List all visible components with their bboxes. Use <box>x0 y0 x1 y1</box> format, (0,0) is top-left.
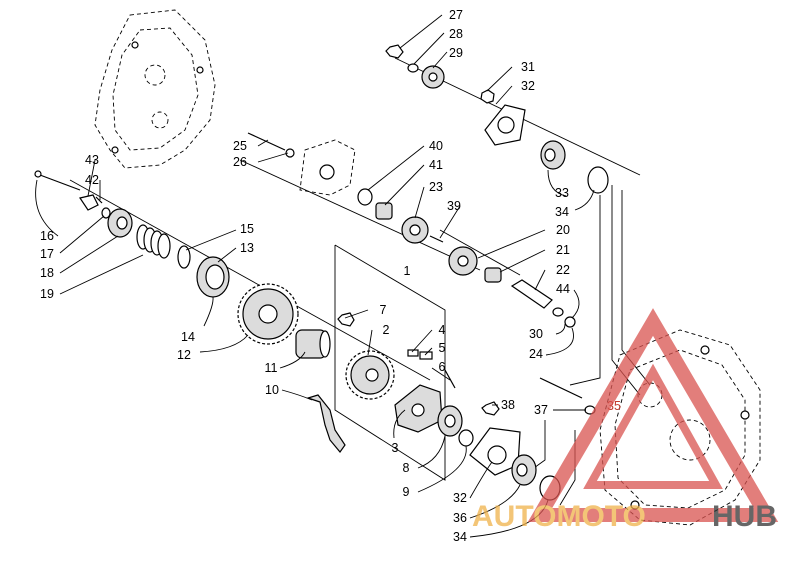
callout-33: 33 <box>555 186 569 200</box>
callout-19: 19 <box>40 287 54 301</box>
callout-40: 40 <box>429 139 443 153</box>
callout-32-bottom: 32 <box>453 491 467 505</box>
callout-34-bottom: 34 <box>453 530 467 544</box>
callout-17: 17 <box>40 247 54 261</box>
callout-6: 6 <box>439 360 446 374</box>
callout-1: 1 <box>404 264 411 278</box>
callout-20: 20 <box>556 223 570 237</box>
callout-39: 39 <box>447 199 461 213</box>
lower-drive-group <box>237 283 474 453</box>
callout-32-top: 32 <box>521 79 535 93</box>
callout-7: 7 <box>380 303 387 317</box>
callout-15: 15 <box>240 222 254 236</box>
callout-8: 8 <box>403 461 410 475</box>
callout-5: 5 <box>439 341 446 355</box>
callout-36: 36 <box>453 511 467 525</box>
callout-4: 4 <box>439 323 446 337</box>
callout-22: 22 <box>556 263 570 277</box>
assembly-axis-lines <box>69 57 651 506</box>
sprocket-23 <box>401 216 429 244</box>
callout-30: 30 <box>529 327 543 341</box>
bearing-14 <box>196 256 230 298</box>
gearcase-housing-top <box>94 9 216 169</box>
callout-44: 44 <box>556 282 570 296</box>
cam-3 <box>394 384 443 433</box>
callout-18: 18 <box>40 266 54 280</box>
callout-41: 41 <box>429 158 443 172</box>
watermark-brand-right: HUB <box>712 500 777 533</box>
sprocket-12 <box>237 283 299 345</box>
callout-13: 13 <box>240 241 254 255</box>
callout-16: 16 <box>40 229 54 243</box>
callout-24: 24 <box>529 347 543 361</box>
bearing-cover-lower <box>469 377 596 501</box>
chain-10 <box>306 394 346 453</box>
callout-26: 26 <box>233 155 247 169</box>
callout-23: 23 <box>429 180 443 194</box>
watermark-brand-left: AUTOMOTO <box>472 500 646 533</box>
callout-21: 21 <box>556 243 570 257</box>
sprocket-29 <box>421 65 445 89</box>
callout-42: 42 <box>85 173 99 187</box>
gear-11 <box>295 329 331 359</box>
callout-labels: 27 28 29 31 32 25 26 40 41 23 39 33 34 4… <box>40 8 621 544</box>
watermark-logo: AUTOMOTO HUB <box>472 308 779 533</box>
callout-28: 28 <box>449 27 463 41</box>
callout-29: 29 <box>449 46 463 60</box>
top-shaft-parts <box>385 44 609 194</box>
callout-34-top: 34 <box>555 205 569 219</box>
left-clutch-group <box>34 170 230 298</box>
callout-31: 31 <box>521 60 535 74</box>
watermark-triangle-icon <box>527 308 779 522</box>
callout-43: 43 <box>85 153 99 167</box>
callout-27: 27 <box>449 8 463 22</box>
idler-bracket <box>247 132 356 196</box>
callout-38: 38 <box>501 398 515 412</box>
sprocket-20 <box>448 246 478 276</box>
middle-gear-row <box>357 188 576 328</box>
spring-19 <box>136 224 171 259</box>
callout-9: 9 <box>403 485 410 499</box>
leader-lines <box>35 14 595 538</box>
callout-37: 37 <box>534 403 548 417</box>
callout-12: 12 <box>177 348 191 362</box>
sprocket-2 <box>345 350 395 400</box>
callout-25: 25 <box>233 139 247 153</box>
callout-2: 2 <box>383 323 390 337</box>
callout-3: 3 <box>392 441 399 455</box>
callout-10: 10 <box>265 383 279 397</box>
callout-11: 11 <box>265 361 278 375</box>
callout-14: 14 <box>181 330 195 344</box>
